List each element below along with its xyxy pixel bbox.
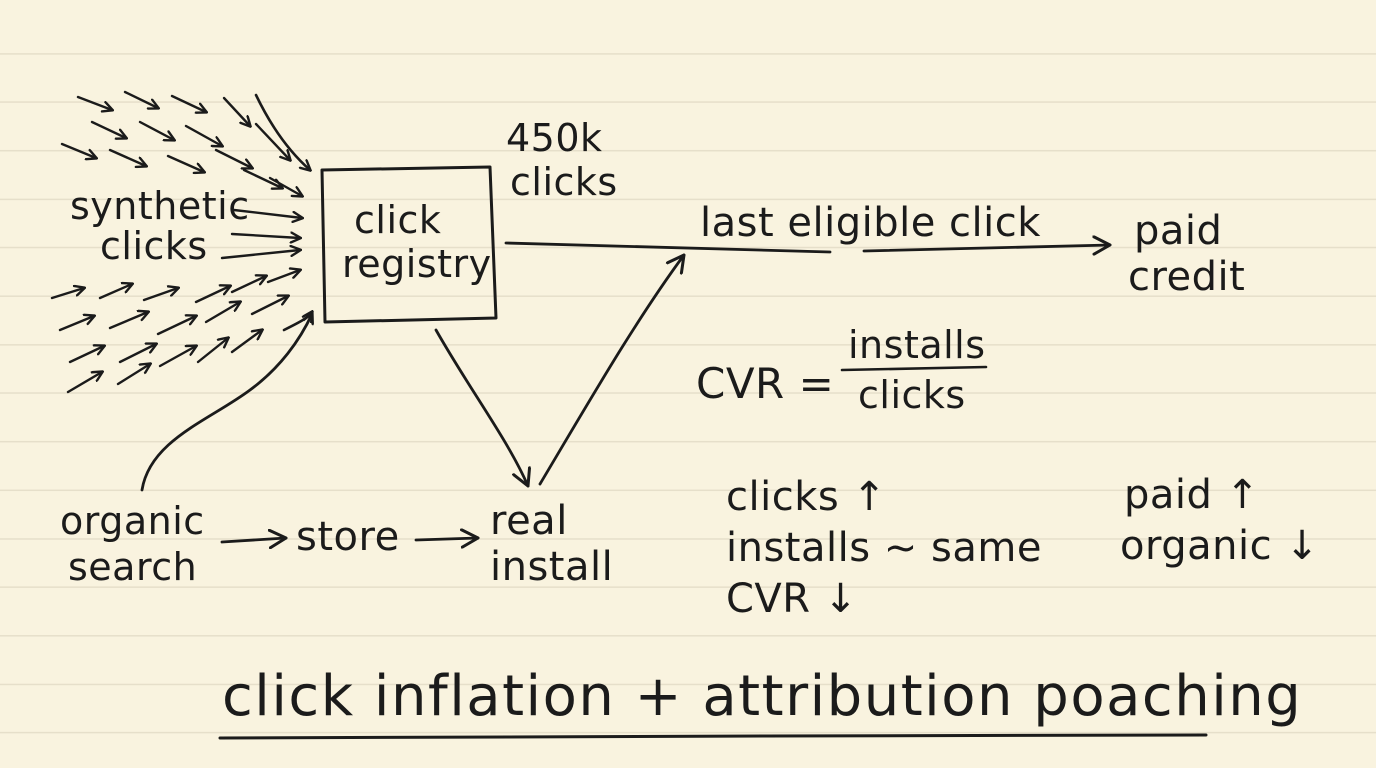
clicks-450k-line-1: 450k [506,116,603,160]
synthetic-clicks-line-2: clicks [100,224,208,268]
diagram-title: click inflation + attribution poaching [222,664,1303,729]
click-registry-line-2: registry [342,242,492,286]
effect-organic-down: organic ↓ [1120,523,1320,569]
synthetic-clicks-line-1: synthetic [70,184,250,228]
effect-installs-same: installs ~ same [726,525,1042,571]
click-registry-box [320,165,498,324]
synthetic-click-arrows-lower [50,270,300,394]
effect-cvr-down: CVR ↓ [726,576,858,622]
paid-credit-line-1: paid [1134,208,1223,254]
synthetic-clicks-label: synthetic clicks [70,186,250,266]
effect-paid-up: paid ↑ [1124,472,1260,518]
click-registry-line-1: click [354,198,442,242]
title-underline [218,733,1208,740]
store-to-install-arrow [414,538,478,540]
effect-clicks-up: clicks ↑ [726,474,887,520]
organic-search-label: organic search [60,498,205,590]
real-install-line-1: real [490,498,568,544]
effects-right-list: paid ↑ organic ↓ [1120,470,1319,572]
store-label: store [296,514,400,560]
click-registry-label: click registry [342,198,492,286]
organic-to-store-arrow [220,538,286,542]
organic-to-registry-arrow [140,314,312,492]
synthetic-click-arrows-upper [60,90,302,260]
real-install-label: real install [490,498,613,590]
cvr-fraction-bar [840,365,988,372]
clicks-450k-line-2: clicks [510,160,618,204]
cvr-lhs: CVR = [696,359,835,408]
organic-search-line-1: organic [60,499,205,543]
long-curved-arrow-top [254,93,310,170]
clicks-450k-label: 450k clicks [506,116,618,204]
last-click-to-paid-arrow [862,245,1110,251]
last-eligible-click-label: last eligible click [700,200,1041,246]
install-to-last-click-arrow [538,255,684,486]
organic-search-line-2: search [68,545,198,589]
registry-to-install-arrow [434,328,528,486]
paid-credit-line-2: credit [1128,254,1246,300]
real-install-line-2: install [490,544,614,590]
cvr-denominator: clicks [858,373,966,417]
cvr-numerator: installs [848,323,986,367]
paid-credit-label: paid credit [1128,208,1245,300]
registry-to-last-click-line [504,241,832,254]
effects-left-list: clicks ↑ installs ~ same CVR ↓ [726,472,1042,625]
